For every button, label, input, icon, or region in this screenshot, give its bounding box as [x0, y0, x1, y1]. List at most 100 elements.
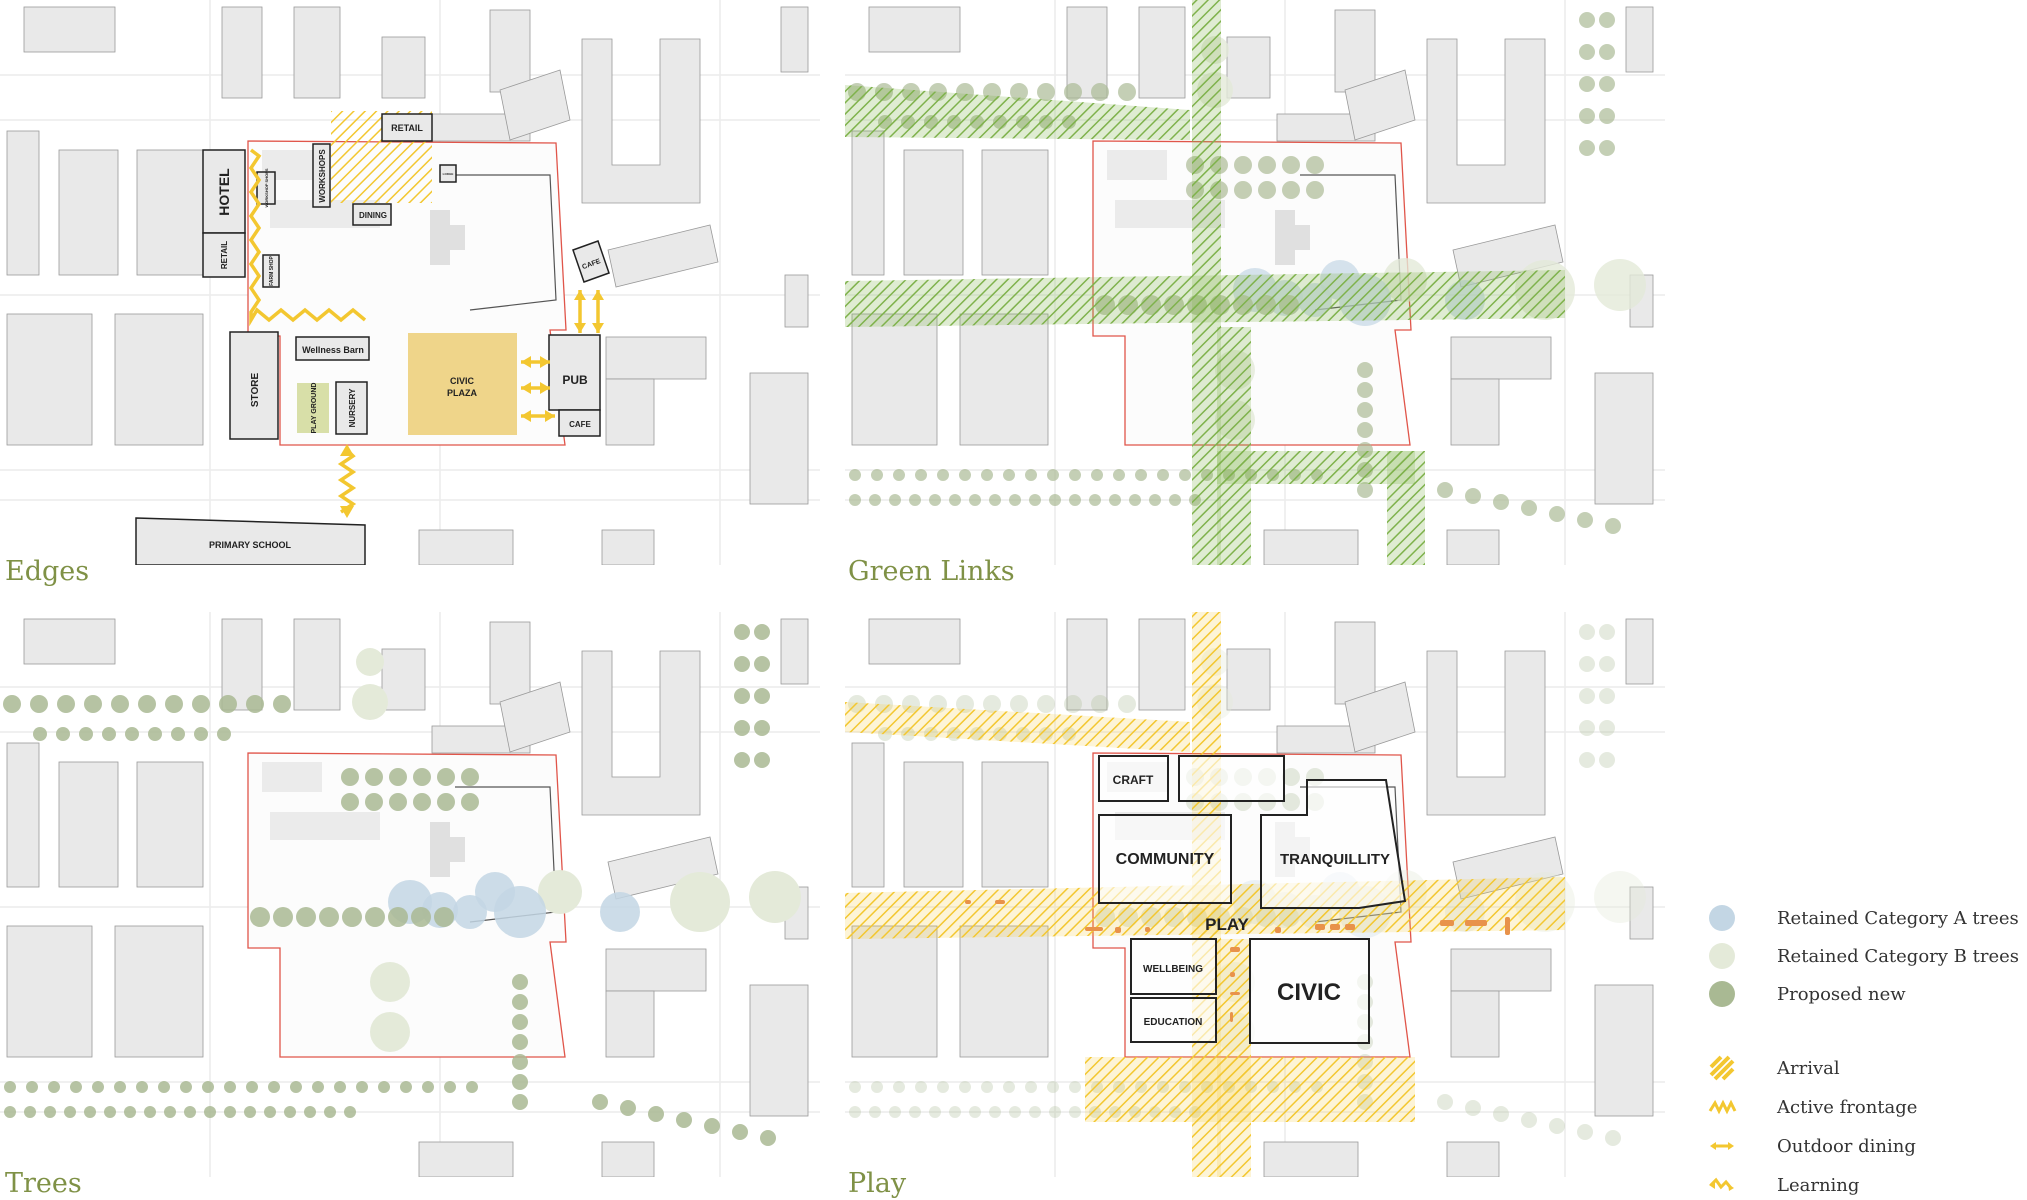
dining-building [352, 203, 392, 226]
building [1446, 529, 1500, 565]
tree-proposed [1025, 1081, 1037, 1093]
retail-top-building [381, 113, 433, 142]
tree-proposed [512, 1034, 528, 1050]
hatch-icon [1709, 1055, 1735, 1081]
civic-plaza [408, 333, 517, 435]
building [903, 149, 964, 276]
building [58, 761, 119, 888]
tree-proposed [893, 469, 905, 481]
building [749, 372, 809, 505]
tree-proposed [869, 494, 881, 506]
building [851, 742, 885, 888]
tree-proposed [1258, 181, 1276, 199]
building [1226, 648, 1271, 711]
tree-proposed [24, 1106, 36, 1118]
tree-proposed [284, 1106, 296, 1118]
play-equipment [1115, 927, 1121, 933]
tree-proposed [84, 695, 102, 713]
outdoor-dining-arrow [574, 290, 586, 333]
tree-proposed [411, 907, 431, 927]
outdoor-dining-arrow [521, 356, 550, 368]
tree-proposed [342, 907, 362, 927]
arrow-head [521, 410, 531, 422]
tree-proposed [1234, 156, 1252, 174]
map-label: WORKSHOP SHOPS [264, 168, 269, 207]
tree-proposed [273, 907, 293, 927]
zone-community [1098, 814, 1232, 904]
active-frontage-zigzag [248, 148, 367, 327]
tree-proposed [246, 695, 264, 713]
tree-proposed [3, 695, 21, 713]
tree-proposed [194, 727, 208, 741]
building [221, 6, 263, 99]
tree-proposed [217, 727, 231, 741]
map-label: HOTEL [216, 168, 232, 216]
tree-proposed [79, 727, 93, 741]
map-label: TRANQUILLITY [1280, 851, 1390, 868]
tree-proposed [1599, 624, 1615, 640]
tree-proposed [4, 1106, 16, 1118]
building [114, 313, 204, 446]
tree-proposed [1037, 83, 1055, 101]
tree-proposed [1357, 402, 1373, 418]
tree-category-b [356, 648, 384, 676]
tree-proposed [909, 1106, 921, 1118]
tree-proposed [981, 469, 993, 481]
play-equipment [1345, 924, 1355, 930]
tree-category-b [670, 872, 730, 932]
building [959, 313, 1049, 446]
tree-proposed [44, 1106, 56, 1118]
tree-proposed [648, 1106, 664, 1122]
tree-proposed [84, 1106, 96, 1118]
tree-proposed [324, 1106, 336, 1118]
tree-proposed [344, 1106, 356, 1118]
tree-proposed [732, 1124, 748, 1140]
building [1138, 618, 1186, 711]
arrow-head [592, 323, 604, 333]
arrow-head [521, 356, 531, 368]
tree-proposed [304, 1106, 316, 1118]
tree-proposed [341, 768, 359, 786]
tree-proposed [959, 469, 971, 481]
tree-proposed [136, 1081, 148, 1093]
building [1344, 681, 1416, 753]
tree-proposed [437, 768, 455, 786]
tree-category-b [538, 870, 582, 914]
tree-proposed [64, 1106, 76, 1118]
tree-proposed [312, 1081, 324, 1093]
building [1450, 990, 1500, 1058]
tree-proposed [250, 907, 270, 927]
building [601, 1141, 655, 1177]
tree-proposed [1149, 494, 1161, 506]
play-route-band [845, 702, 1190, 752]
circle-a-icon [1709, 905, 1735, 931]
tree-proposed [389, 768, 407, 786]
learning-arrow-head [340, 506, 354, 518]
house [1275, 210, 1310, 265]
building [959, 925, 1049, 1058]
tree-proposed [124, 1106, 136, 1118]
tree-proposed [1234, 181, 1252, 199]
building [381, 648, 426, 711]
zone-wellbeing [1130, 938, 1217, 995]
tree-proposed [754, 688, 770, 704]
tree-proposed [1009, 494, 1021, 506]
tree-proposed [180, 1081, 192, 1093]
tree-proposed [56, 727, 70, 741]
tree-proposed [849, 494, 861, 506]
play-route-band [1217, 939, 1251, 1177]
tree-category-b [1594, 871, 1646, 923]
building [6, 130, 40, 276]
playground-area [297, 383, 329, 433]
building [114, 925, 204, 1058]
workshop-shops-building [256, 171, 276, 205]
tree-proposed [676, 1112, 692, 1128]
tree-proposed [1549, 506, 1565, 522]
tree-proposed [929, 494, 941, 506]
building [581, 38, 701, 204]
tree-proposed [224, 1081, 236, 1093]
house [430, 822, 465, 877]
legend-item-active-frontage: Active frontage [1705, 1092, 1917, 1122]
tree-proposed [956, 695, 974, 713]
map-label: CIVIC [450, 376, 475, 386]
